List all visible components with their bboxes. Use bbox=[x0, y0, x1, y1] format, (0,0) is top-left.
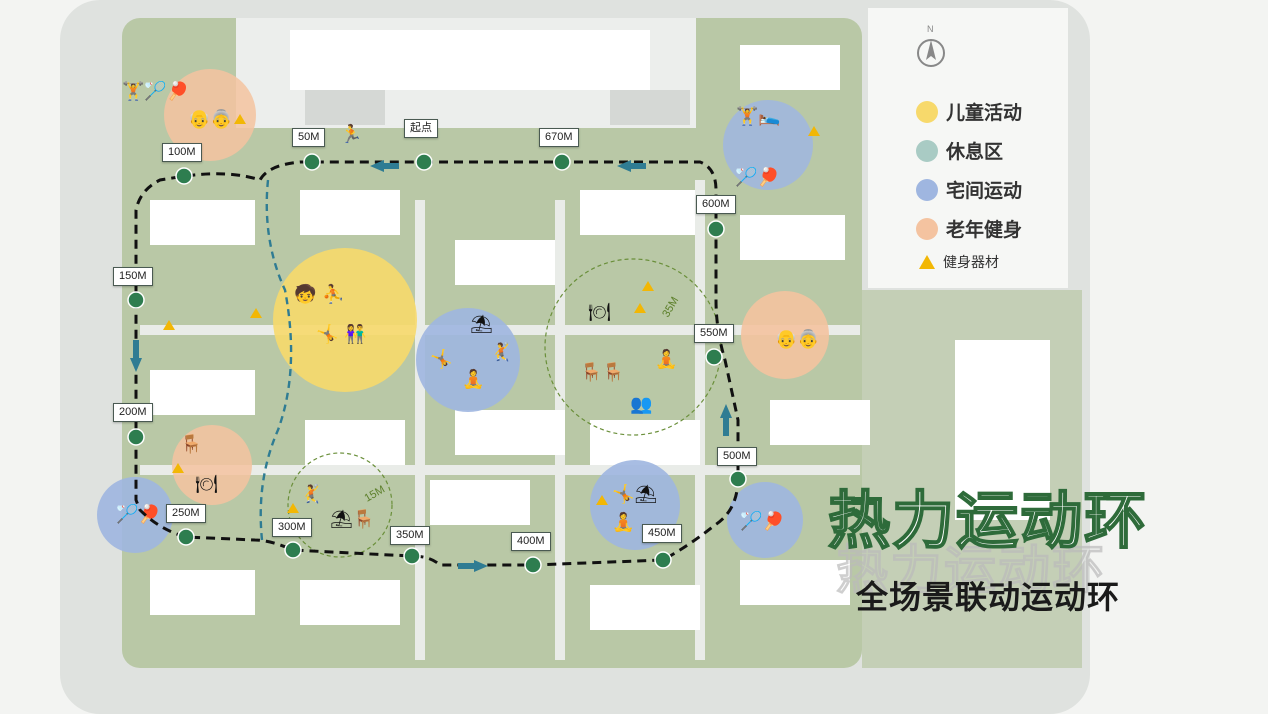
compass-icon: N bbox=[917, 24, 945, 67]
legend-label: 老年健身 bbox=[946, 219, 1023, 241]
exercise-icon: 🤸 bbox=[430, 348, 452, 370]
fitness-icon: 🏋🏸🏓 bbox=[122, 79, 189, 102]
legend-label: 儿童活动 bbox=[946, 102, 1023, 124]
parking-block bbox=[610, 90, 690, 125]
page-subtitle: 全场景联动运动环 bbox=[856, 578, 1121, 616]
marker-dot-500m bbox=[729, 470, 747, 488]
rest-zone-radius-15m bbox=[287, 452, 393, 558]
north-building bbox=[290, 30, 650, 90]
marker-label-300m: 300M bbox=[272, 518, 312, 537]
svg-text:N: N bbox=[927, 24, 934, 34]
exercise-icon: 🤸⛱ bbox=[612, 483, 657, 505]
marker-label-150m: 150M bbox=[113, 267, 153, 286]
marker-dot-670m bbox=[553, 153, 571, 171]
playground-icon: 🤸 👫 bbox=[316, 323, 367, 345]
rest-icon: 🪑🪑 bbox=[580, 361, 625, 383]
marker-dot-600m bbox=[707, 220, 725, 238]
yoga-icon: 🧘 bbox=[462, 368, 484, 390]
running-route bbox=[134, 160, 740, 567]
legend-item-rest: 休息区 bbox=[916, 137, 1003, 164]
legend-item-equipment: 健身器材 bbox=[919, 252, 999, 272]
marker-label-350m: 350M bbox=[390, 526, 430, 545]
marker-dot-200m bbox=[127, 428, 145, 446]
marker-label-250m: 250M bbox=[166, 504, 206, 523]
elderly-zone bbox=[741, 291, 829, 379]
marker-dot-100m bbox=[175, 167, 193, 185]
marker-label-50m: 50M bbox=[292, 128, 326, 147]
legend-label: 宅间运动 bbox=[946, 180, 1023, 202]
title-reflection: 热力运动环 bbox=[835, 541, 1107, 602]
distance-markers bbox=[127, 153, 747, 574]
marker-dot-550m bbox=[705, 348, 723, 366]
residential-sports-zone bbox=[97, 477, 173, 553]
rest-icon: 🪑 bbox=[180, 433, 202, 455]
elderly-icon: 👴👵 bbox=[188, 108, 233, 130]
marker-label-start: 起点 bbox=[404, 119, 438, 138]
equipment-triangle-icon bbox=[919, 255, 935, 269]
legend-item-residential-sports: 宅间运动 bbox=[916, 176, 1022, 203]
legend-swatch-yellow bbox=[916, 100, 938, 123]
elderly-zone bbox=[172, 425, 252, 505]
legend-swatch-teal bbox=[916, 139, 938, 162]
activity-glyphs: 🏋🏸🏓 🏋🛌 🏸🏓 🧒 ⛹ 🤸 👫 🤸 ⛱ 🤾 🧘 🍽 🪑🪑 🧘 👥 🪑 🍽 🏸… bbox=[116, 79, 820, 533]
marker-label-500m: 500M bbox=[717, 447, 757, 466]
playground-icon: 🧒 ⛹ bbox=[294, 283, 345, 305]
legend-panel-bg bbox=[868, 8, 1068, 288]
residential-sports-zone bbox=[416, 308, 520, 412]
residential-sports-zone bbox=[723, 100, 813, 190]
fitness-equipment-markers bbox=[163, 114, 820, 513]
legend-label: 休息区 bbox=[946, 141, 1004, 163]
runner-icon: 🏃 bbox=[340, 123, 362, 145]
marker-dot-450m bbox=[654, 551, 672, 569]
elderly-zone bbox=[164, 69, 256, 161]
pavilion-icon: ⛱ bbox=[470, 314, 493, 335]
marker-label-600m: 600M bbox=[696, 195, 736, 214]
route-direction-arrows bbox=[130, 160, 732, 572]
page-title: 热力运动环 bbox=[827, 483, 1149, 558]
legend-item-children: 儿童活动 bbox=[916, 98, 1022, 125]
residential-buildings bbox=[150, 45, 1050, 630]
marker-label-100m: 100M bbox=[162, 143, 202, 162]
marker-label-450m: 450M bbox=[642, 524, 682, 543]
marker-label-670m: 670M bbox=[539, 128, 579, 147]
racket-icon: 🏸🏓 bbox=[735, 165, 780, 188]
marker-label-550m: 550M bbox=[694, 324, 734, 343]
parking-block bbox=[305, 90, 385, 125]
racket-icon: 🏸🏓 bbox=[740, 509, 785, 532]
marker-label-200m: 200M bbox=[113, 403, 153, 422]
legend-swatch-blue bbox=[916, 178, 938, 201]
marker-dot-50m bbox=[303, 153, 321, 171]
legend-swatch-peach bbox=[916, 217, 938, 240]
exercise-icon: 🤾 bbox=[490, 341, 512, 363]
rest-icon: 👥 bbox=[630, 394, 652, 415]
legend-label: 健身器材 bbox=[943, 255, 999, 271]
residential-sports-zone bbox=[727, 482, 803, 558]
rest-icon: 🍽 bbox=[588, 302, 611, 323]
racket-icon: 🏸🏓 bbox=[116, 502, 161, 525]
marker-dot-400m bbox=[524, 556, 542, 574]
legend-item-elderly: 老年健身 bbox=[916, 215, 1022, 242]
rest-icon: 🍽 bbox=[195, 474, 218, 495]
marker-dot-350m bbox=[403, 547, 421, 565]
marker-dot-250m bbox=[177, 528, 195, 546]
elderly-icon: 👴👵 bbox=[775, 328, 820, 350]
exercise-icon: 🤾 bbox=[300, 483, 322, 505]
children-zone bbox=[273, 248, 417, 392]
marker-dot-300m bbox=[284, 541, 302, 559]
marker-dot-150m bbox=[127, 291, 145, 309]
fitness-icon: 🏋🛌 bbox=[736, 105, 781, 127]
rest-icon: ⛱🪑 bbox=[330, 508, 375, 530]
marker-label-400m: 400M bbox=[511, 532, 551, 551]
yoga-icon: 🧘 bbox=[612, 511, 634, 533]
yoga-icon: 🧘 bbox=[655, 348, 677, 370]
marker-dot-start bbox=[415, 153, 433, 171]
